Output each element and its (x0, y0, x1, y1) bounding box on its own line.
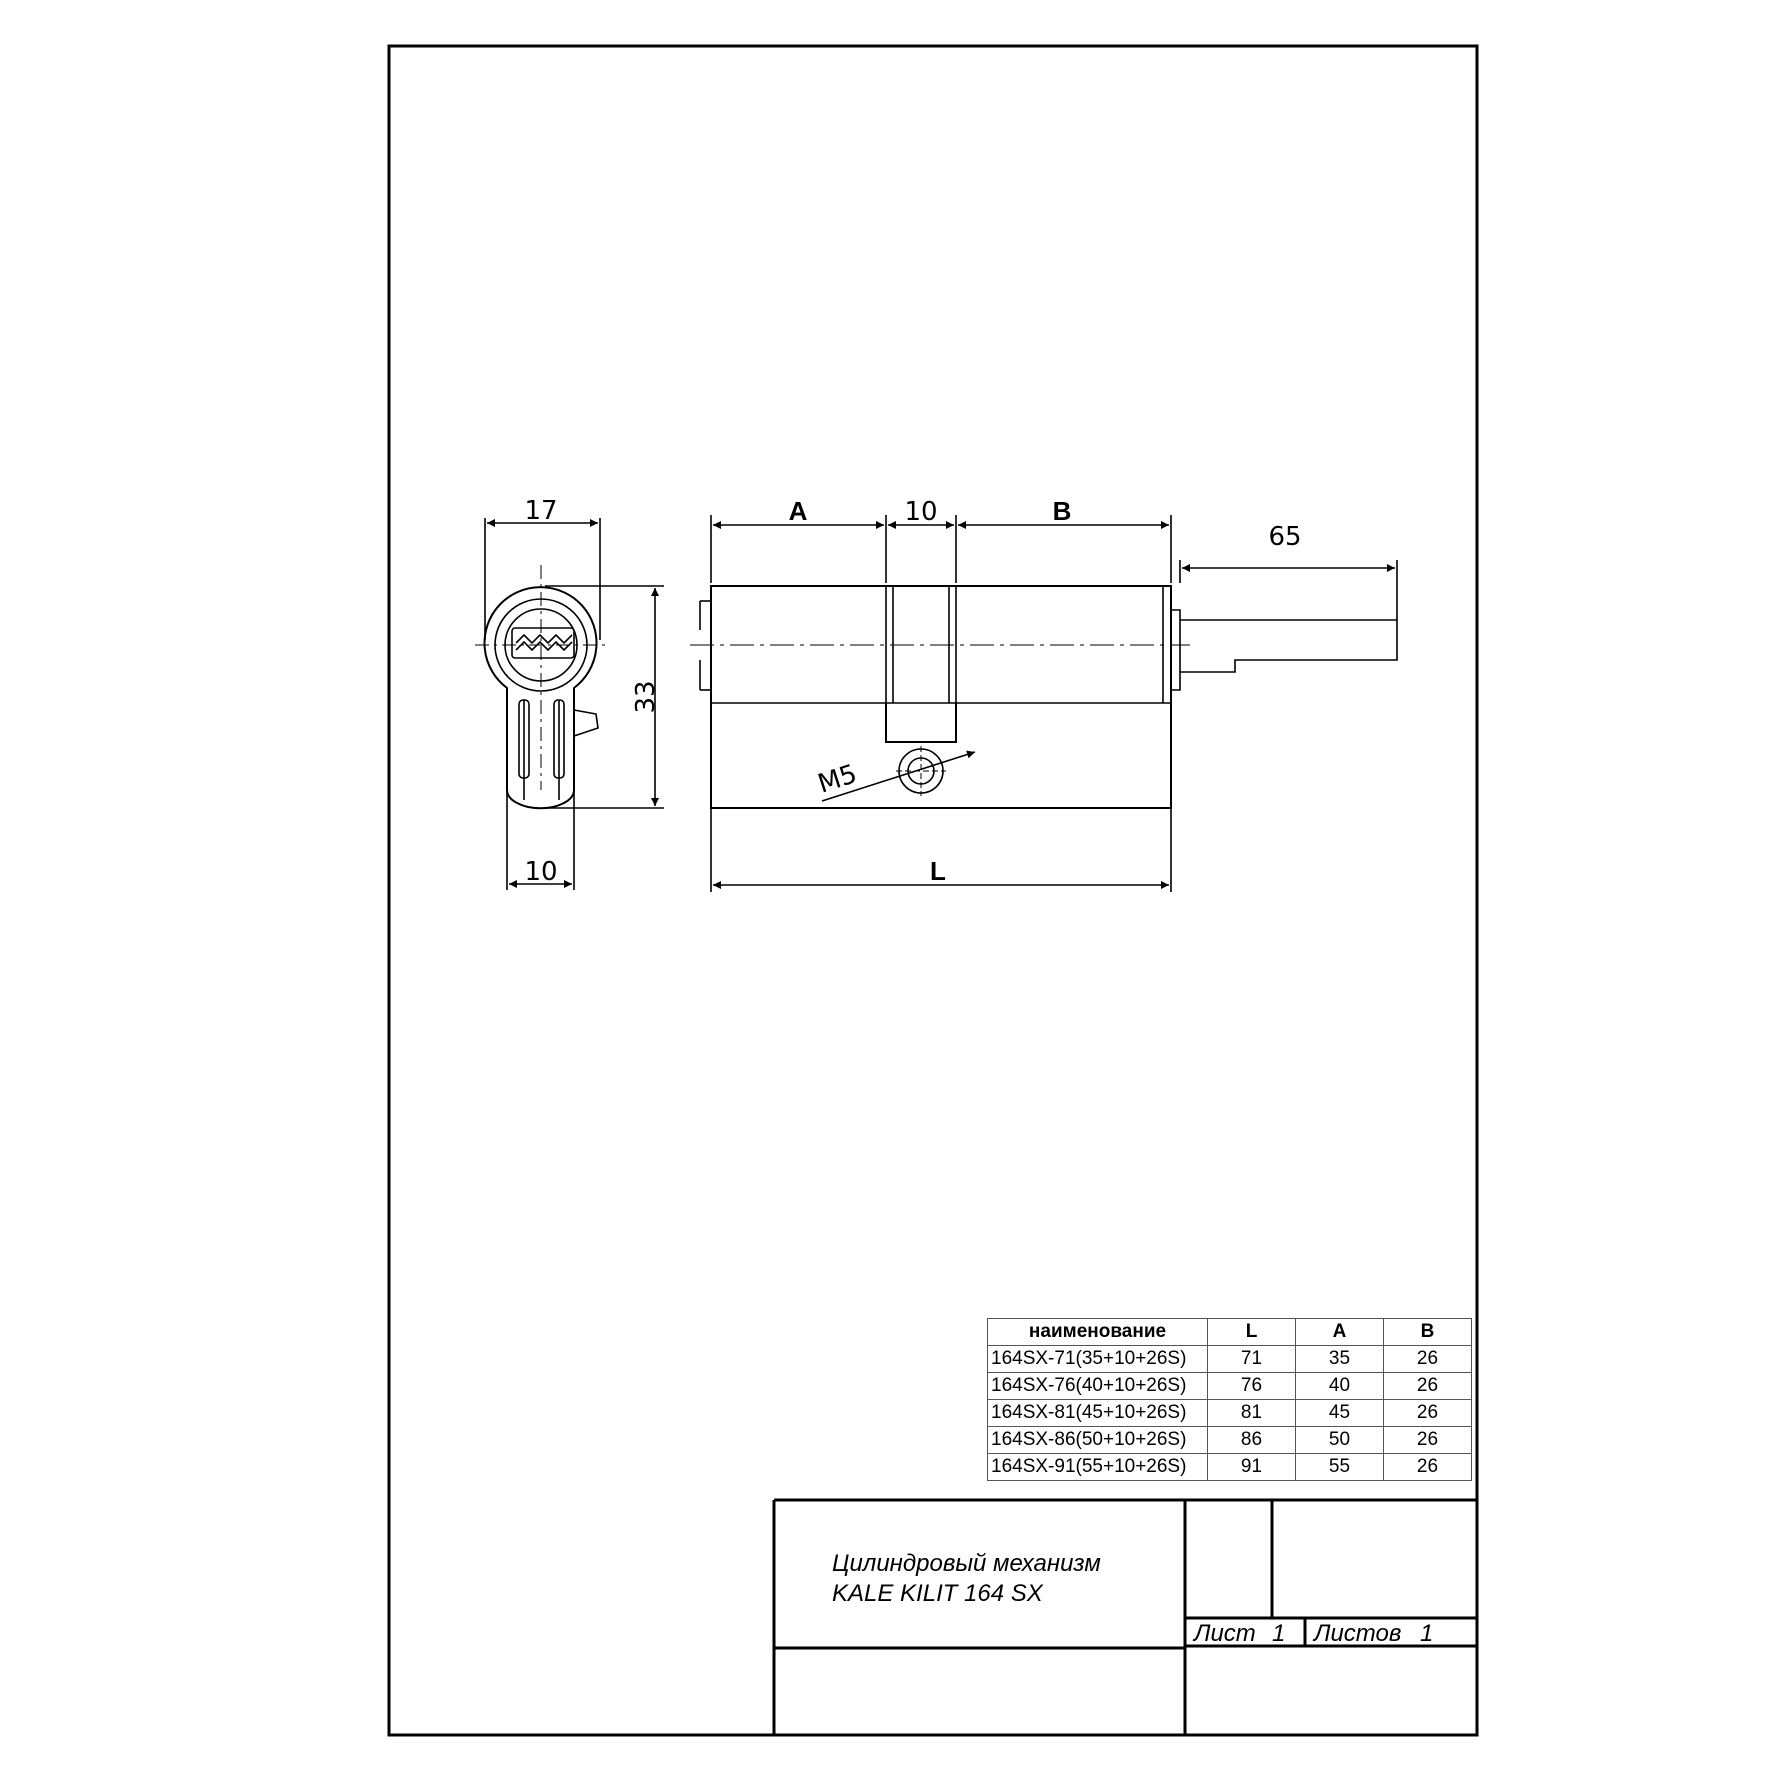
cam-slot (885, 703, 957, 743)
table-row: 164SX-86(50+10+26S) 86 50 26 (987, 1426, 1472, 1454)
front-height-label: 33 (631, 680, 661, 713)
side-view (690, 515, 1398, 892)
drawing-title-line1: Цилиндровый механизм (832, 1550, 1101, 1577)
dim-center-label: 10 (904, 497, 937, 527)
cell-name: 164SX-81(45+10+26S) (987, 1399, 1208, 1427)
cell-a: 55 (1295, 1453, 1384, 1481)
drawing-title-line2: KALE KILIT 164 SX (832, 1580, 1043, 1607)
sheets-label: Листов (1314, 1620, 1402, 1647)
cell-l: 81 (1207, 1399, 1296, 1427)
sheet-border (387, 44, 1479, 1737)
table-header-row: наименование L A B (987, 1318, 1472, 1346)
header-name: наименование (987, 1318, 1208, 1346)
cell-l: 91 (1207, 1453, 1296, 1481)
cell-b: 26 (1383, 1345, 1472, 1373)
cell-name: 164SX-76(40+10+26S) (987, 1372, 1208, 1400)
header-b: B (1383, 1318, 1472, 1346)
cell-name: 164SX-91(55+10+26S) (987, 1453, 1208, 1481)
cell-a: 50 (1295, 1426, 1384, 1454)
thread-label: M5 (814, 759, 860, 800)
cell-name: 164SX-86(50+10+26S) (987, 1426, 1208, 1454)
table-row: 164SX-91(55+10+26S) 91 55 26 (987, 1453, 1472, 1481)
cylinder-body (710, 585, 1172, 809)
cell-a: 40 (1295, 1372, 1384, 1400)
cell-b: 26 (1383, 1453, 1472, 1481)
cell-b: 26 (1383, 1426, 1472, 1454)
cell-b: 26 (1383, 1372, 1472, 1400)
dim-l-label: L (930, 856, 946, 886)
sheet-value: 1 (1272, 1620, 1286, 1647)
front-view (475, 518, 664, 890)
cell-l: 86 (1207, 1426, 1296, 1454)
cell-l: 71 (1207, 1345, 1296, 1373)
table-row: 164SX-81(45+10+26S) 81 45 26 (987, 1399, 1472, 1427)
front-width-label: 17 (524, 496, 557, 526)
header-a: A (1295, 1318, 1384, 1346)
sheets-value: 1 (1420, 1620, 1434, 1647)
sheet-label: Лист (1194, 1620, 1256, 1647)
dim-a-label: A (789, 496, 808, 526)
extension-shaft (1171, 609, 1398, 691)
table-row: 164SX-76(40+10+26S) 76 40 26 (987, 1372, 1472, 1400)
cell-a: 45 (1295, 1399, 1384, 1427)
thread-leader (821, 750, 976, 802)
front-bottom-label: 10 (524, 857, 557, 887)
cell-a: 35 (1295, 1345, 1384, 1373)
title-block (772, 1498, 1477, 1735)
table-row: 164SX-71(35+10+26S) 71 35 26 (987, 1345, 1472, 1373)
cell-b: 26 (1383, 1399, 1472, 1427)
spec-table: наименование L A B 164SX-71(35+10+26S) 7… (987, 1318, 1472, 1481)
cylinder-profile (483, 586, 598, 810)
header-l: L (1207, 1318, 1296, 1346)
dim-shaft-label: 65 (1268, 522, 1301, 552)
dim-b-label: B (1053, 496, 1072, 526)
cell-l: 76 (1207, 1372, 1296, 1400)
cell-name: 164SX-71(35+10+26S) (987, 1345, 1208, 1373)
